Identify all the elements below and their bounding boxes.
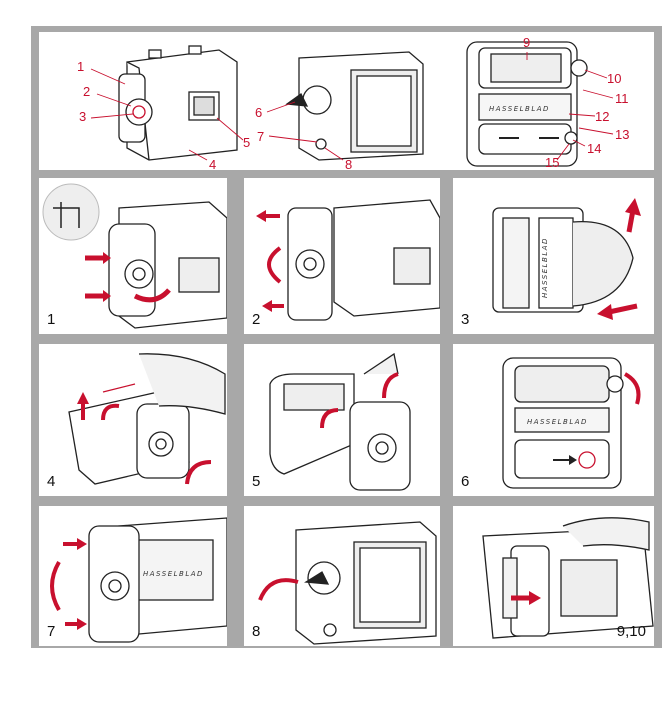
step-number-3: 3 (461, 311, 470, 328)
step-number-5: 5 (252, 473, 261, 490)
step-panel-5: 5 (244, 344, 440, 496)
instruction-sheet: HASSELBLAD 1 2 3 4 5 6 7 8 9 10 11 12 (31, 26, 662, 648)
step-2-drawing (256, 199, 440, 321)
callout-10: 10 (607, 71, 622, 86)
callout-3: 3 (79, 109, 87, 124)
step-7-drawing: HASSELBLAD (50, 517, 227, 643)
callout-2: 2 (83, 84, 91, 99)
step-number-8: 8 (252, 623, 261, 640)
step-number-7: 7 (47, 623, 56, 640)
callout-12: 12 (595, 109, 610, 124)
callout-leaders (90, 52, 614, 161)
callout-9: 9 (523, 35, 531, 50)
step-4-drawing (68, 353, 226, 485)
step-panel-9-10: 9,10 (453, 506, 654, 646)
callout-1: 1 (77, 59, 85, 74)
step-5-drawing (269, 352, 411, 491)
overview-drawing: HASSELBLAD (90, 41, 614, 167)
callout-14: 14 (587, 141, 602, 156)
callout-15: 15 (545, 155, 560, 170)
magazine-rear-view (285, 51, 424, 161)
callout-5: 5 (243, 135, 251, 150)
step-6-drawing: HASSELBLAD (502, 357, 641, 489)
step-panel-6: HASSELBLAD 6 (453, 344, 654, 496)
brand-label-6: HASSELBLAD (527, 418, 588, 426)
step-panel-4: 4 (39, 344, 227, 496)
brand-label-7: HASSELBLAD (143, 570, 204, 578)
step-number-4: 4 (47, 473, 56, 490)
step-panel-3: HASSELBLAD 3 (453, 178, 654, 334)
callout-4: 4 (209, 157, 217, 170)
brand-label: HASSELBLAD (489, 105, 550, 113)
step-3-drawing: HASSELBLAD (492, 198, 641, 320)
overview-panel: HASSELBLAD 1 2 3 4 5 6 7 8 9 10 11 12 (39, 32, 654, 170)
step-number-6: 6 (461, 473, 470, 490)
step-1-drawing (42, 183, 227, 329)
step-panel-7: HASSELBLAD 7 (39, 506, 227, 646)
callout-6: 6 (255, 105, 263, 120)
step-panel-1: 1 (39, 178, 227, 334)
callout-13: 13 (615, 127, 630, 142)
step-number-2: 2 (252, 311, 261, 328)
step-number-9-10: 9,10 (616, 623, 646, 640)
magazine-side-view (118, 45, 238, 161)
callout-8: 8 (345, 157, 353, 170)
brand-label-3: HASSELBLAD (541, 237, 549, 298)
film-insert-view: HASSELBLAD (466, 41, 588, 167)
callout-11: 11 (615, 91, 629, 106)
step-panel-8: 8 (244, 506, 440, 646)
step-number-1: 1 (47, 311, 56, 328)
step-8-drawing (258, 521, 437, 645)
step-9-10-drawing (482, 517, 654, 639)
callout-7: 7 (257, 129, 265, 144)
step-panel-2: 2 (244, 178, 440, 334)
